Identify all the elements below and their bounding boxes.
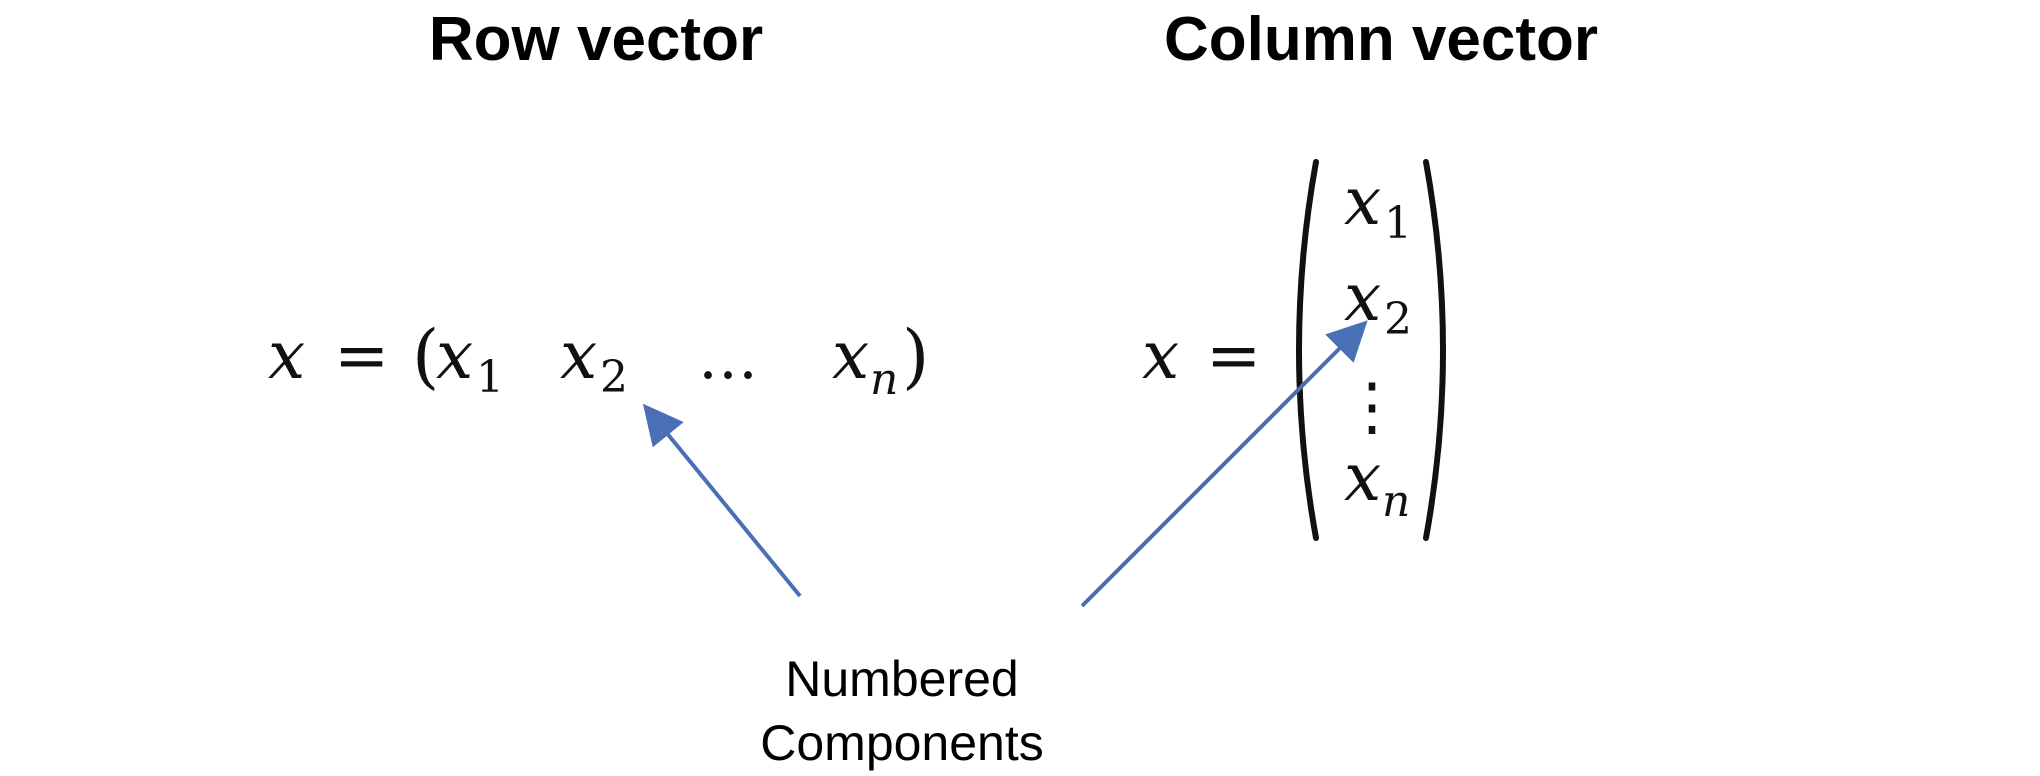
column-vector-equation: x = x 1 x 2 ⋮ x n: [1142, 159, 1446, 541]
row-equals-sign: =: [334, 317, 389, 394]
column-lhs-variable: x: [1142, 317, 1179, 394]
row-close-paren: ): [902, 315, 929, 397]
row-vector-title: Row vector: [429, 5, 763, 74]
row-open-paren: (: [412, 315, 439, 397]
column-vector-title: Column vector: [1164, 5, 1598, 74]
column-component-1: x: [1344, 163, 1381, 240]
row-lhs-variable: x: [268, 317, 305, 394]
column-open-paren: [1296, 159, 1319, 541]
row-ellipsis: …: [698, 323, 758, 393]
column-equals-sign: =: [1206, 317, 1261, 394]
arrow-to-row-component: [642, 403, 802, 598]
row-component-2: x: [560, 317, 597, 394]
column-close-paren: [1423, 159, 1446, 541]
row-vector-equation: x = ( x 1 x 2 … x n ): [268, 315, 929, 405]
row-component-n: x: [832, 317, 869, 394]
column-component-n: x: [1344, 439, 1381, 516]
caption-line-2: Components: [760, 715, 1044, 771]
column-component-n-subscript: n: [1382, 476, 1410, 527]
row-component-2-subscript: 2: [600, 352, 628, 403]
arrow-to-column-component: [1080, 320, 1368, 608]
column-component-1-subscript: 1: [1384, 198, 1412, 249]
column-vertical-ellipsis: ⋮: [1340, 370, 1404, 444]
row-component-1: x: [436, 317, 473, 394]
column-component-2-subscript: 2: [1384, 294, 1412, 345]
caption-line-1: Numbered: [785, 651, 1018, 707]
row-component-n-subscript: n: [870, 354, 898, 405]
row-component-1-subscript: 1: [476, 352, 504, 403]
column-component-2: x: [1344, 259, 1381, 336]
